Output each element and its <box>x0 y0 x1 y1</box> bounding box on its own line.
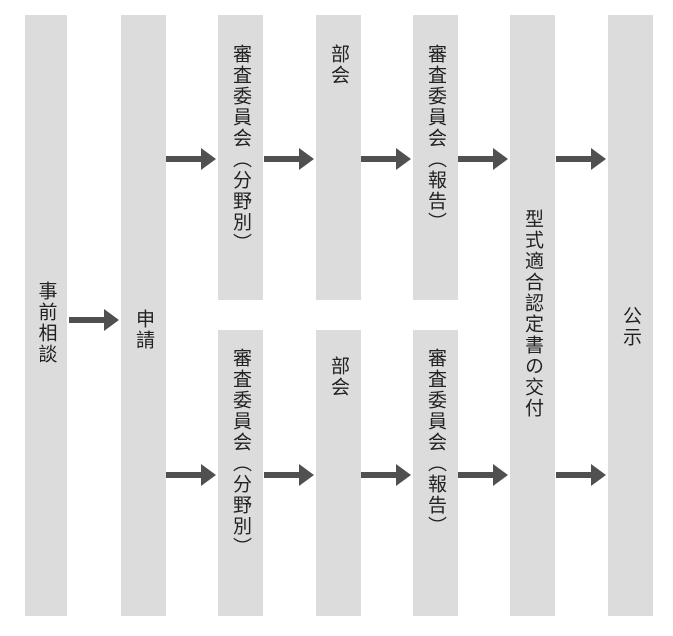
step-houkoku-lower-label: 審査委員会（報告） <box>425 348 447 537</box>
step-shinsa-upper: 審査委員会（分野別） <box>218 15 263 300</box>
step-jizen-soudan: 事前相談 <box>25 15 67 616</box>
arrow-houkoku-to-koufu-upper <box>458 148 508 170</box>
step-houkoku-upper: 審査委員会（報告） <box>413 15 458 300</box>
step-ninteisho-koufu: 型式適合認定書の交付 <box>510 15 555 616</box>
step-shinsei-label: 申請 <box>133 309 155 351</box>
step-kouji-label: 公示 <box>620 306 642 348</box>
step-shinsa-lower: 審査委員会（分野別） <box>218 330 263 616</box>
step-houkoku-upper-label: 審査委員会（報告） <box>425 44 447 233</box>
step-ninteisho-koufu-label: 型式適合認定書の交付 <box>522 209 544 419</box>
arrow-shinsei-to-shinsa-lower <box>166 464 216 486</box>
arrow-shinsei-to-shinsa-upper <box>166 148 216 170</box>
step-bukai-lower: 部会 <box>316 330 361 616</box>
arrow-koufu-to-kouji-lower <box>556 464 606 486</box>
step-houkoku-lower: 審査委員会（報告） <box>413 330 458 616</box>
arrow-shinsa-to-bukai-upper <box>264 148 314 170</box>
step-jizen-soudan-label: 事前相談 <box>35 281 58 365</box>
step-shinsei: 申請 <box>121 15 166 616</box>
arrow-houkoku-to-koufu-lower <box>458 464 508 486</box>
step-kouji: 公示 <box>608 15 653 616</box>
step-bukai-lower-label: 部会 <box>328 356 350 398</box>
arrow-bukai-to-houkoku-lower <box>361 464 411 486</box>
arrow-bukai-to-houkoku-upper <box>361 148 411 170</box>
step-bukai-upper: 部会 <box>316 15 361 300</box>
arrow-shinsa-to-bukai-lower <box>264 464 314 486</box>
step-shinsa-lower-label: 審査委員会（分野別） <box>230 348 252 558</box>
step-shinsa-upper-label: 審査委員会（分野別） <box>230 44 252 254</box>
arrow-koufu-to-kouji-upper <box>556 148 606 170</box>
arrow-jizen-to-shinsei <box>69 309 119 331</box>
step-bukai-upper-label: 部会 <box>328 44 350 86</box>
